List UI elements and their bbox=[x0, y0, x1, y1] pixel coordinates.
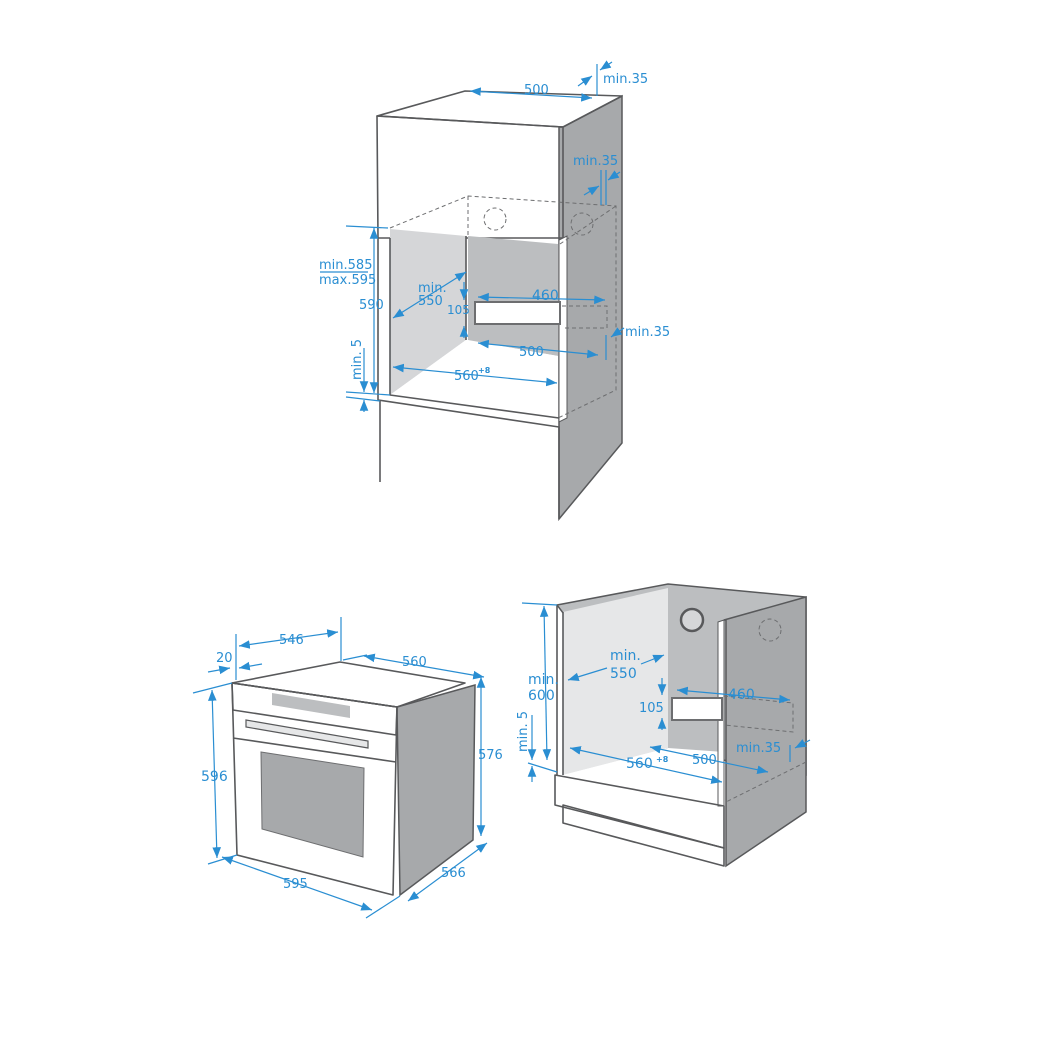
cabinet-left-wall bbox=[563, 588, 668, 775]
label-floor-depth: 500 bbox=[519, 345, 544, 360]
label-top-depth: 500 bbox=[524, 83, 549, 98]
label-side-gap-upper: min.35 bbox=[573, 154, 618, 169]
label-vent-height: 105 bbox=[447, 303, 470, 317]
label-width: 560 bbox=[454, 369, 479, 384]
oven-drawing: 546 20 560 596 576 595 566 bbox=[192, 617, 503, 919]
niche-right-front-edge bbox=[558, 235, 568, 423]
undercounter-cabinet-drawing: min. 600 min. 5 min. 550 105 460 560 +8 … bbox=[516, 583, 811, 868]
label-body-depth: 546 bbox=[279, 633, 304, 648]
label-body-width: 560 bbox=[402, 655, 427, 670]
vent-slot bbox=[474, 301, 561, 325]
label-depth-min: min. bbox=[418, 281, 447, 296]
oven-side bbox=[396, 684, 476, 897]
label-floor-depth: 500 bbox=[692, 753, 717, 768]
label-height: 590 bbox=[359, 298, 384, 313]
label-vent-height: 105 bbox=[639, 701, 664, 716]
label-depth: 550 bbox=[418, 294, 443, 309]
label-depth: 550 bbox=[610, 666, 637, 682]
label-width: 560 bbox=[626, 756, 653, 772]
fan-circle-icon bbox=[758, 618, 782, 642]
oven-door-handle bbox=[245, 719, 369, 749]
cabinet-base bbox=[562, 804, 725, 867]
oven-window bbox=[260, 751, 365, 858]
label-bottom-gap: min. 5 bbox=[516, 711, 531, 752]
label-front-height: 596 bbox=[201, 769, 228, 785]
label-side-gap: min.35 bbox=[736, 741, 781, 756]
vent-slot bbox=[671, 697, 723, 721]
fan-circle-icon bbox=[483, 207, 507, 231]
label-total-depth: 566 bbox=[441, 866, 466, 881]
label-width-tolerance: +8 bbox=[478, 366, 491, 375]
cabinet-right-panel bbox=[723, 596, 807, 868]
label-front-width: 595 bbox=[283, 877, 308, 892]
oven-control-panel bbox=[231, 682, 398, 736]
label-vent-width: 460 bbox=[532, 288, 559, 304]
label-front-thickness: 20 bbox=[216, 651, 233, 666]
label-top-gap: min.35 bbox=[603, 72, 648, 87]
fan-circle-icon bbox=[679, 607, 705, 633]
label-bottom-gap: min. 5 bbox=[350, 339, 365, 380]
label-height: 600 bbox=[528, 688, 555, 704]
oven-display bbox=[272, 693, 350, 718]
label-vent-width: 460 bbox=[728, 687, 755, 703]
label-height-min: min. bbox=[528, 672, 559, 688]
label-side-gap-lower: min.35 bbox=[625, 325, 670, 340]
column-cabinet-drawing: 500 min.35 min.35 min.585 max.595 590 mi… bbox=[319, 60, 670, 522]
cabinet-upper-front bbox=[376, 115, 564, 239]
label-height-min: min.585 bbox=[319, 258, 372, 273]
label-height-max: max.595 bbox=[319, 273, 376, 288]
label-body-height: 576 bbox=[478, 748, 503, 763]
label-width-tolerance: +8 bbox=[656, 755, 669, 764]
fan-circle-icon bbox=[570, 212, 594, 236]
label-depth-min: min. bbox=[610, 648, 641, 664]
